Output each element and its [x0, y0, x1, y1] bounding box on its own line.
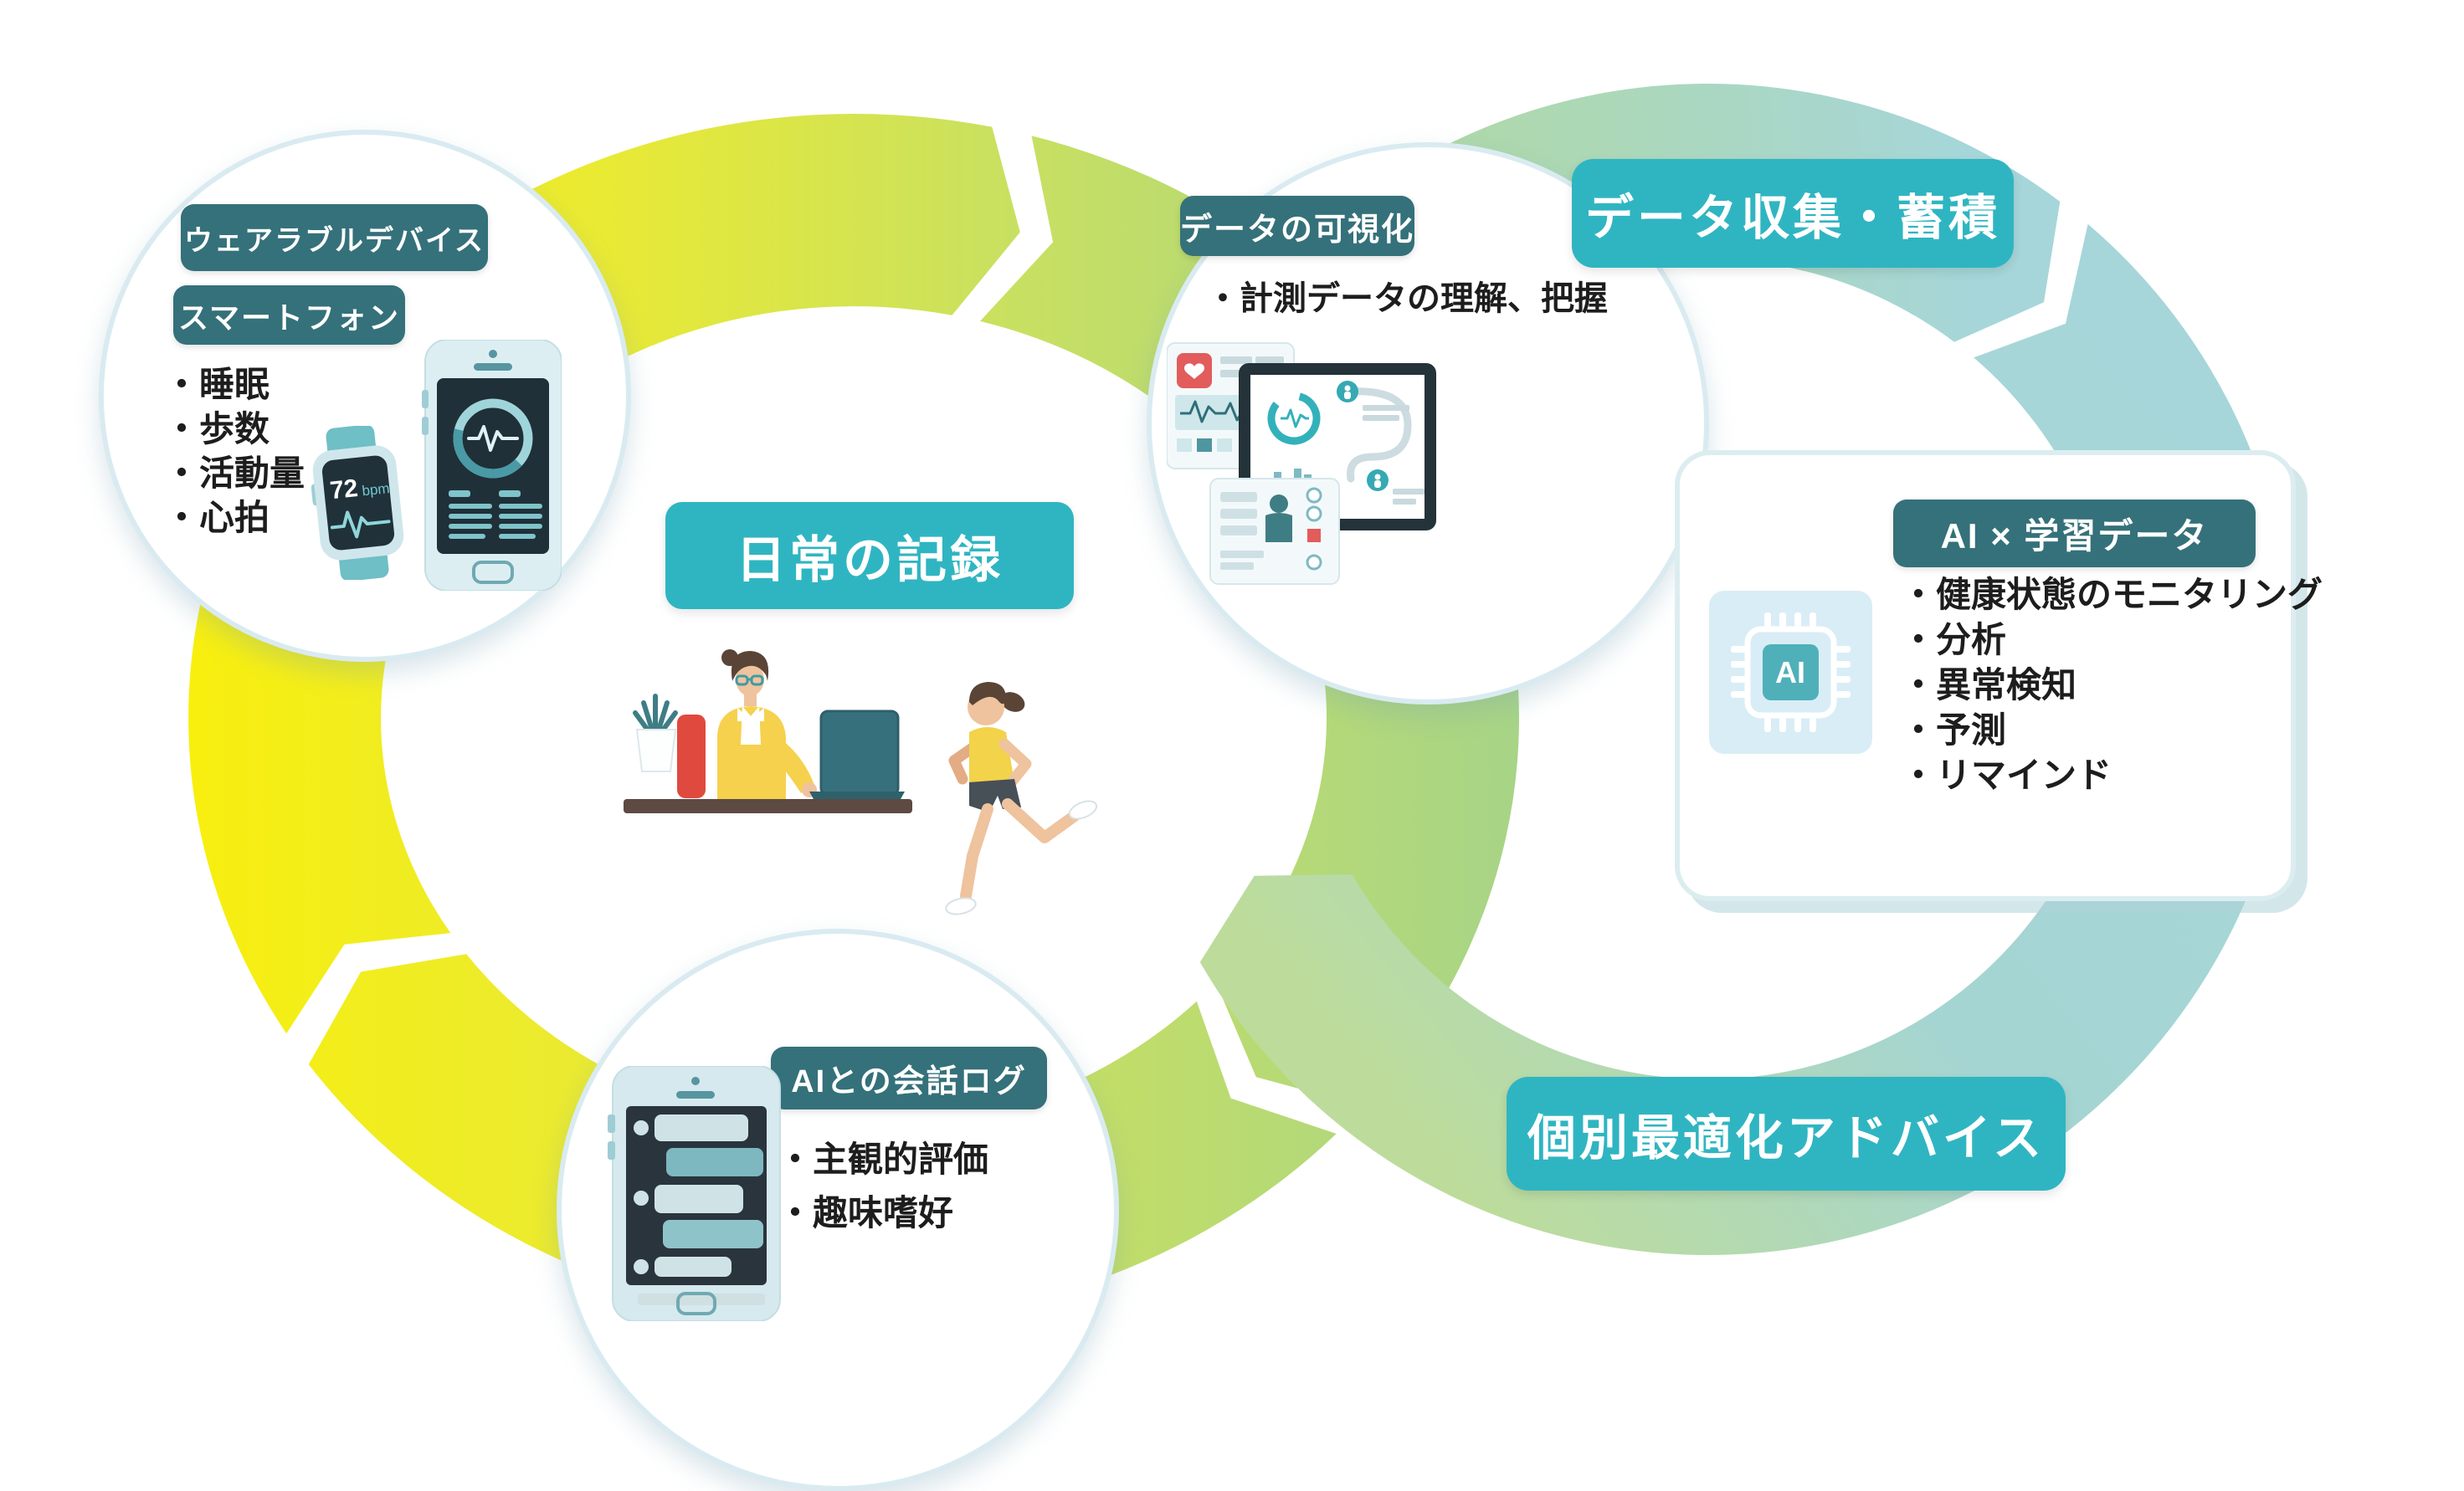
- chat-phone-icon: [608, 1066, 781, 1321]
- smartphone-badge: スマートフォン: [173, 285, 405, 345]
- smartwatch-icon: 72 bpm: [311, 426, 404, 580]
- right-ring-main-arrow-segment: [1199, 223, 2294, 1256]
- list-item: ・活動量: [164, 453, 305, 493]
- ai-learning-badge: AI × 学習データ: [1893, 500, 2256, 567]
- list-item: ・主観的評価: [778, 1140, 989, 1179]
- data-collection-banner: データ収集・蓄積: [1572, 159, 2014, 268]
- watch-bpm-unit: bpm: [362, 480, 391, 499]
- list-item: ・趣味嗜好: [778, 1193, 954, 1232]
- wearable-device-badge: ウェアラブルデバイス: [181, 204, 488, 271]
- list-item: ・異常検知: [1901, 665, 2077, 705]
- visualization-badge-label: データの可視化: [1180, 212, 1415, 248]
- ai-chip-label: AI: [1775, 655, 1805, 689]
- chat-items-list: ・主観的評価 ・趣味嗜好: [778, 1133, 988, 1240]
- chat-log-badge: AIとの会話ログ: [771, 1047, 1047, 1109]
- visualization-badge: データの可視化: [1180, 196, 1414, 256]
- list-item: ・心拍: [164, 498, 270, 537]
- watch-bpm-value: 72: [329, 474, 360, 505]
- health-phone-icon: [422, 340, 562, 591]
- list-item: ・睡眠: [164, 365, 270, 404]
- ai-items-list: ・健康状態のモニタリング ・分析 ・異常検知 ・予測 ・リマインド: [1901, 572, 2323, 798]
- visualization-items-list: ・計測データの理解、把握: [1206, 277, 1608, 320]
- wearable-circle: ウェアラブルデバイス スマートフォン ・睡眠 ・歩数 ・活動量 ・心拍 72 b…: [99, 130, 631, 662]
- woman-at-desk-icon: [624, 649, 912, 813]
- chat-circle: AIとの会話ログ ・主観的評価 ・趣味嗜好: [557, 929, 1119, 1491]
- ai-learning-badge-label: AI × 学習データ: [1940, 516, 2209, 556]
- ai-chip-icon: AI: [1709, 591, 1872, 754]
- wearable-device-badge-label: ウェアラブルデバイス: [184, 224, 485, 257]
- runner-icon: [945, 682, 1098, 915]
- chat-log-badge-label: AIとの会話ログ: [791, 1064, 1027, 1099]
- list-item: ・分析: [1901, 620, 2007, 659]
- list-item: ・リマインド: [1901, 756, 2112, 795]
- wearable-items-list: ・睡眠 ・歩数 ・活動量 ・心拍: [164, 362, 305, 540]
- personalized-advice-banner: 個別最適化アドバイス: [1507, 1077, 2066, 1191]
- list-item: ・歩数: [164, 409, 270, 448]
- list-item: ・健康状態のモニタリング: [1901, 575, 2323, 614]
- data-collection-banner-label: データ収集・蓄積: [1584, 191, 2000, 245]
- list-item: ・予測: [1901, 710, 2007, 750]
- personalized-advice-banner-label: 個別最適化アドバイス: [1527, 1111, 2046, 1166]
- daily-record-badge-label: 日常の記録: [736, 531, 1004, 588]
- ai-learning-box: AI × 学習データ AI ・健康状態のモニタリング ・分析 ・異常検知 ・: [1675, 450, 2323, 901]
- daily-record-badge: 日常の記録: [665, 502, 1074, 609]
- health-dashboard-icon: [1167, 342, 1436, 585]
- list-item: ・計測データの理解、把握: [1206, 280, 1608, 317]
- smartphone-badge-label: スマートフォン: [178, 300, 400, 335]
